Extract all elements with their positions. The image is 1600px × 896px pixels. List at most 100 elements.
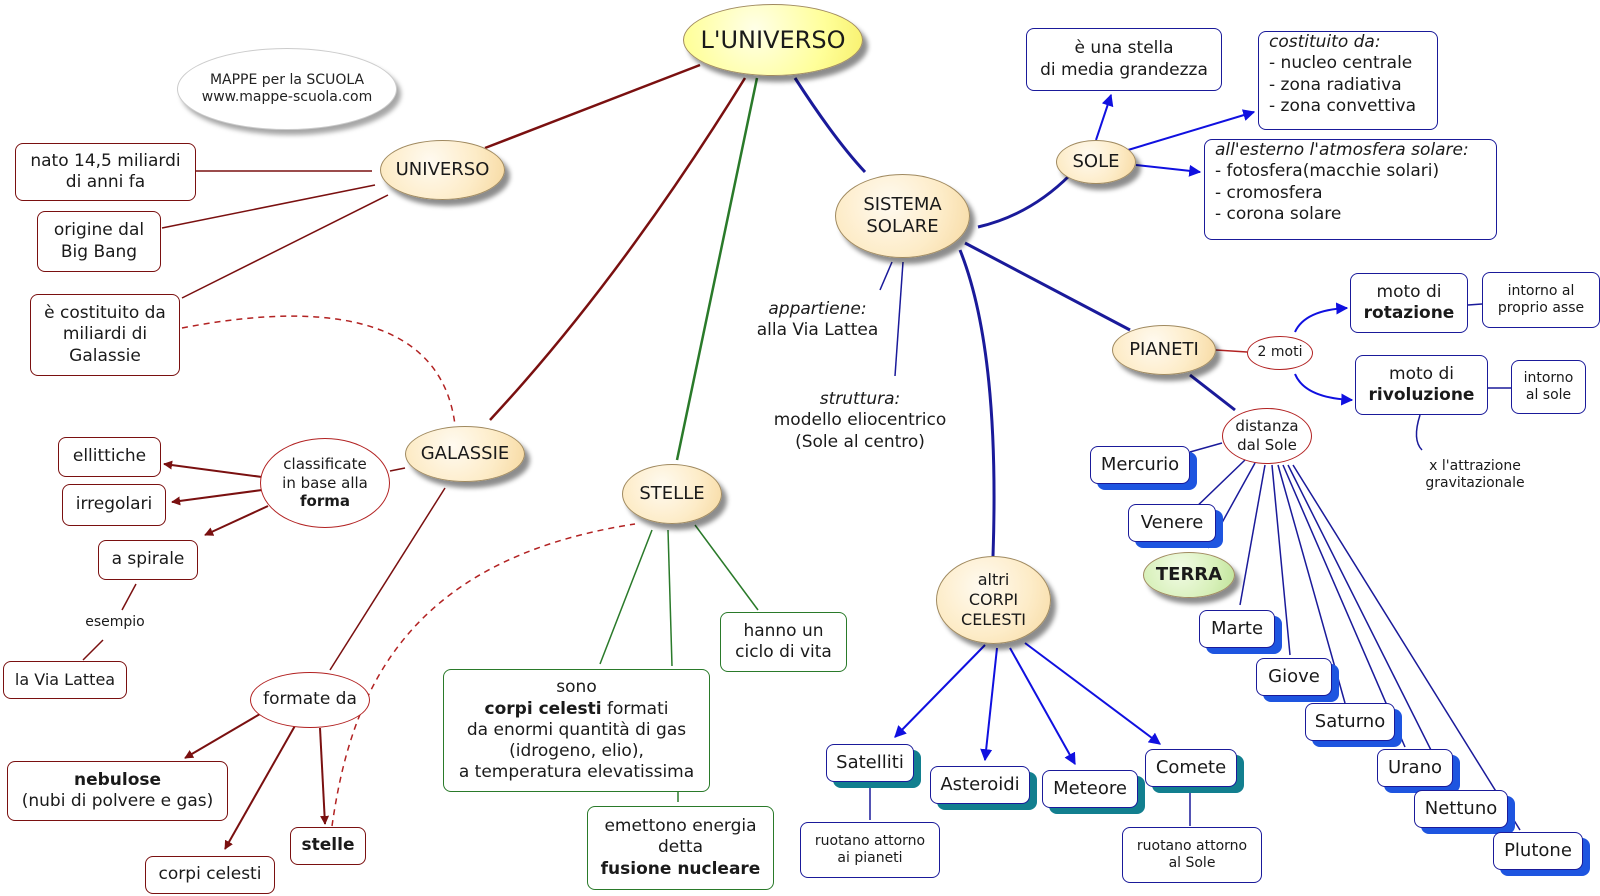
link-distanza-mercurio: [1189, 442, 1223, 453]
root-node[interactable]: L'UNIVERSO: [683, 4, 863, 76]
classificate-node[interactable]: classificate in base alla forma: [260, 438, 390, 528]
sono-line-1: sono: [556, 677, 597, 698]
link-dashed-galassie: [181, 315, 456, 426]
struttura-value-1: modello eliocentrico: [773, 410, 947, 431]
altri-corpi-node[interactable]: altri CORPI CELESTI: [936, 556, 1051, 644]
link-sistema-pianeti: [964, 241, 1131, 332]
meteore-box[interactable]: Meteore: [1042, 770, 1138, 808]
planet-mercurio[interactable]: Mercurio: [1090, 446, 1190, 484]
credit-line-1: MAPPE per la SCUOLA: [209, 71, 365, 88]
origine-box[interactable]: origine dal Big Bang: [37, 211, 161, 272]
attrazione-label: x l'attrazione gravitazionale: [1405, 455, 1545, 495]
energia-box[interactable]: emettono energia detta fusione nucleare: [587, 806, 774, 890]
planet-nettuno[interactable]: Nettuno: [1414, 790, 1508, 828]
link-sistema-struttura: [894, 261, 904, 377]
sono-line-2-rest: formati: [601, 698, 669, 719]
struttura-label: struttura: modello eliocentrico (Sole al…: [760, 385, 960, 457]
sono-line-3: da enormi quantità di gas: [466, 719, 687, 740]
arrow-comete: [1024, 642, 1161, 745]
stelle-box[interactable]: stelle: [290, 827, 366, 865]
credit-line-2: www.mappe-scuola.com: [201, 89, 373, 105]
spirale-label: a spirale: [111, 549, 185, 570]
sole-node[interactable]: SOLE: [1056, 140, 1136, 184]
asteroidi-box[interactable]: Asteroidi: [930, 766, 1030, 804]
intorno-sole-box[interactable]: intorno al sole: [1511, 360, 1586, 414]
moti-label: 2 moti: [1257, 344, 1303, 361]
link-distanza-plutone: [1292, 464, 1521, 831]
arrow-spirale: [204, 505, 269, 536]
galassie-label: GALASSIE: [420, 442, 510, 464]
planet-giove-label: Giove: [1268, 665, 1320, 687]
universo-label: UNIVERSO: [395, 158, 490, 180]
satelliti-box[interactable]: Satelliti: [826, 744, 914, 782]
planet-saturno[interactable]: Saturno: [1305, 703, 1395, 741]
energia-bold: fusione nucleare: [600, 858, 761, 879]
planet-giove[interactable]: Giove: [1256, 658, 1332, 696]
stella-media-box[interactable]: è una stella di media grandezza: [1026, 28, 1222, 91]
via-lattea-box[interactable]: la Via Lattea: [3, 661, 127, 699]
rotazione-bold: rotazione: [1363, 303, 1455, 323]
ciclo-box[interactable]: hanno un ciclo di vita: [720, 612, 847, 672]
asteroidi-label: Asteroidi: [940, 773, 1020, 795]
comete-note-box[interactable]: ruotano attorno al Sole: [1122, 827, 1262, 883]
planet-plutone[interactable]: Plutone: [1493, 832, 1583, 870]
link-pianeti-distanza: [1189, 373, 1236, 412]
moti-node[interactable]: 2 moti: [1247, 336, 1313, 370]
link-universo-costituito: [181, 194, 389, 299]
planet-urano[interactable]: Urano: [1377, 749, 1453, 787]
planet-marte[interactable]: Marte: [1199, 610, 1275, 648]
spirale-box[interactable]: a spirale: [98, 540, 198, 580]
link-stelle-sono2: [667, 529, 673, 667]
satelliti-note-box[interactable]: ruotano attorno ai pianeti: [800, 822, 940, 878]
appartiene-key: appartiene:: [768, 298, 867, 319]
satelliti-note-line-2: ai pianeti: [837, 850, 903, 866]
nato-line-1: nato 14,5 miliardi: [30, 150, 181, 171]
pianeti-node[interactable]: PIANETI: [1112, 325, 1216, 375]
sistema-line-2: SOLARE: [866, 216, 939, 237]
ellittiche-box[interactable]: ellittiche: [58, 437, 161, 477]
nebulose-box[interactable]: nebulose (nubi di polvere e gas): [7, 761, 228, 821]
rotazione-box[interactable]: moto di rotazione: [1350, 273, 1468, 333]
nato-box[interactable]: nato 14,5 miliardi di anni fa: [15, 143, 196, 201]
sole-costituito-box[interactable]: costituito da: - nucleo centrale - zona …: [1258, 31, 1438, 130]
costituito-galassie-box[interactable]: è costituito da miliardi di Galassie: [30, 294, 180, 376]
galassie-node[interactable]: GALASSIE: [405, 426, 525, 482]
link-rotazione-asse: [1467, 303, 1483, 306]
atmosfera-box[interactable]: all'esterno l'atmosfera solare: - fotosf…: [1204, 139, 1497, 240]
sistema-solare-node[interactable]: SISTEMA SOLARE: [835, 174, 970, 258]
corpi-celesti-box[interactable]: corpi celesti: [145, 856, 275, 894]
ciclo-line-2: ciclo di vita: [735, 642, 832, 662]
planet-marte-label: Marte: [1210, 617, 1264, 639]
formate-node[interactable]: formate da: [250, 672, 370, 728]
link-pianeti-moti: [1215, 349, 1248, 353]
link-sistema-appartiene: [879, 261, 893, 291]
link-stelle-sono: [599, 529, 653, 665]
planet-terra[interactable]: TERRA: [1143, 552, 1235, 598]
planet-venere[interactable]: Venere: [1128, 504, 1216, 542]
attrazione-line-1: x l'attrazione: [1429, 457, 1521, 474]
comete-box[interactable]: Comete: [1145, 749, 1237, 787]
atmosfera-item-3: - corona solare: [1215, 203, 1342, 224]
link-root-universo: [484, 63, 701, 150]
distanza-node[interactable]: distanza dal Sole: [1222, 408, 1312, 464]
link-dashed-stelle: [331, 523, 636, 827]
asse-box[interactable]: intorno al proprio asse: [1482, 272, 1600, 328]
nebulose-desc: (nubi di polvere e gas): [21, 791, 214, 811]
atmosfera-key: all'esterno l'atmosfera solare:: [1215, 140, 1469, 160]
rivoluzione-box[interactable]: moto di rivoluzione: [1355, 355, 1488, 415]
stelle-box-label: stelle: [301, 835, 355, 856]
planet-terra-label: TERRA: [1155, 563, 1223, 585]
irregolari-box[interactable]: irregolari: [62, 484, 166, 526]
rotazione-line-1: moto di: [1376, 281, 1442, 302]
corpi-line-1: altri: [977, 570, 1010, 589]
struttura-value-2: (Sole al centro): [795, 431, 925, 452]
sono-box[interactable]: sono corpi celesti formati da enormi qua…: [443, 669, 710, 792]
link-sistema-sole: [977, 173, 1072, 229]
stelle-node[interactable]: STELLE: [622, 464, 722, 524]
link-distanza-nettuno: [1287, 464, 1451, 789]
formate-label: formate da: [263, 689, 357, 710]
nebulose-bold: nebulose: [73, 769, 162, 790]
universo-node[interactable]: UNIVERSO: [380, 140, 505, 200]
